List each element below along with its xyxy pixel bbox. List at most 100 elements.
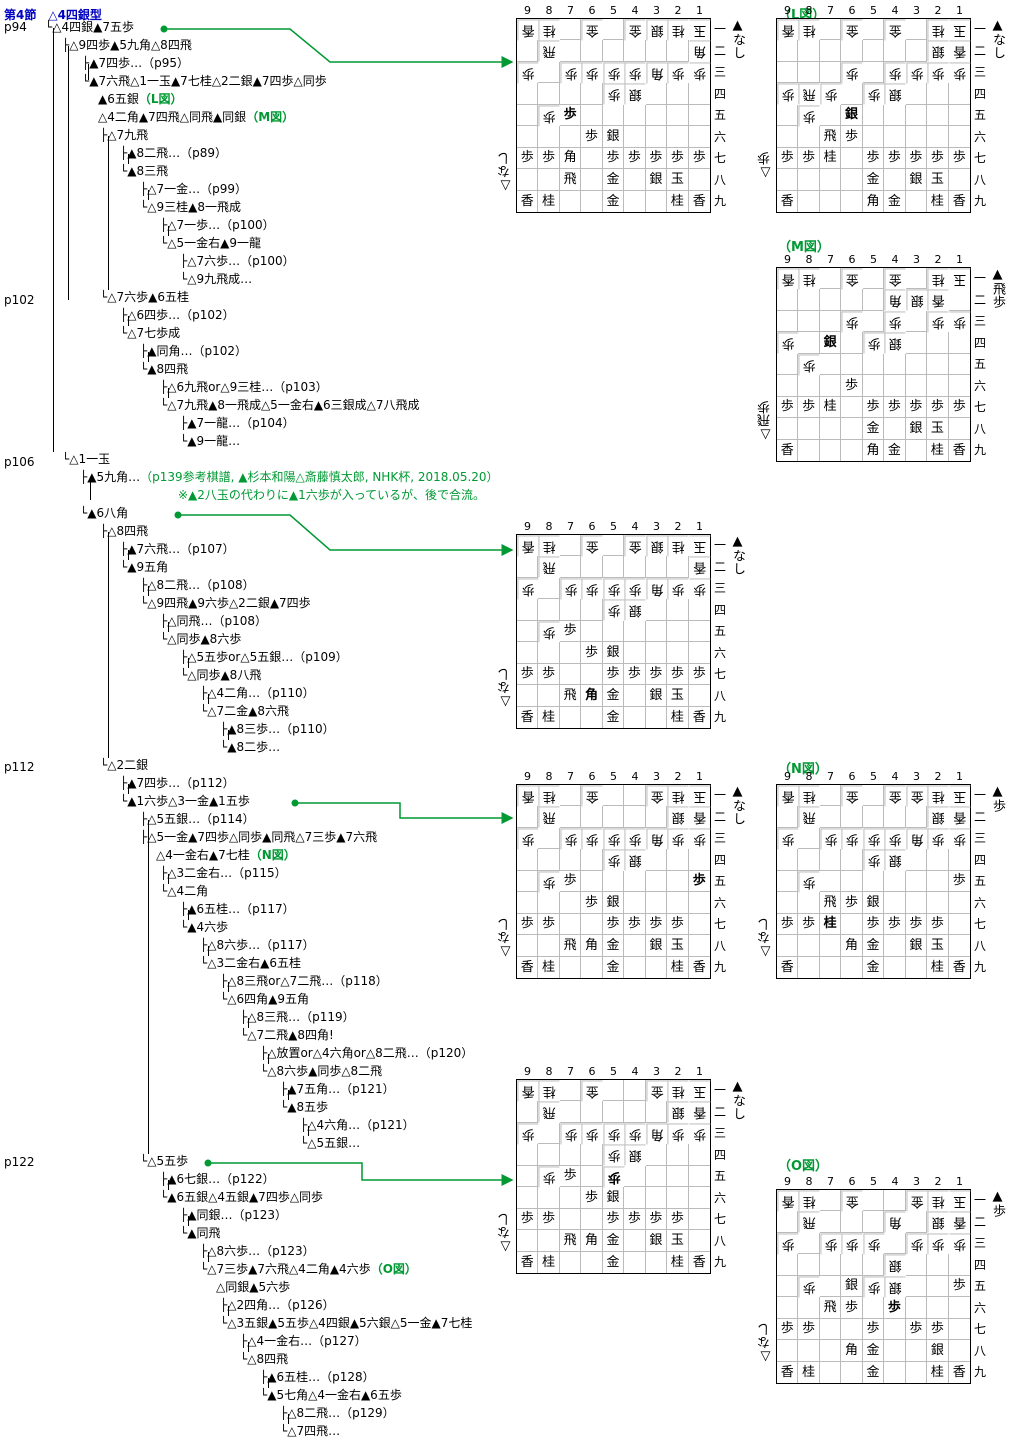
row-label: 六 bbox=[714, 129, 727, 144]
board-square bbox=[927, 353, 949, 376]
board-square bbox=[906, 190, 928, 212]
board-square bbox=[862, 353, 885, 376]
column-label: 4 bbox=[891, 4, 899, 17]
board-square: 歩 bbox=[927, 147, 949, 170]
board-square bbox=[948, 83, 970, 105]
move-text: └△同歩▲8八飛 bbox=[180, 668, 262, 682]
board-square bbox=[927, 332, 949, 354]
move-text: └△9三桂▲8一飛成 bbox=[140, 200, 241, 214]
board-square bbox=[517, 642, 539, 664]
board-square bbox=[645, 556, 668, 578]
board-square bbox=[688, 914, 710, 936]
move-text: ├△4二角…（p110） bbox=[200, 686, 315, 700]
board-square bbox=[559, 1187, 582, 1209]
board-square: 角 bbox=[841, 1340, 863, 1362]
board-square bbox=[798, 126, 820, 148]
column-label: 5 bbox=[610, 4, 617, 17]
board-square bbox=[819, 806, 842, 828]
board-square bbox=[948, 1297, 970, 1319]
row-label: 八 bbox=[714, 688, 727, 703]
board-square bbox=[820, 439, 842, 461]
board-square bbox=[538, 169, 560, 191]
board-square bbox=[667, 1144, 689, 1166]
board-square: 歩 bbox=[948, 1276, 970, 1298]
row-label: 三 bbox=[714, 831, 727, 845]
tree-connector bbox=[128, 550, 129, 560]
row-label: 一 bbox=[974, 1193, 987, 1207]
move-text: ├△7一金…（p99） bbox=[140, 182, 247, 196]
board-square: 歩 bbox=[862, 396, 885, 419]
row-label: 九 bbox=[714, 710, 727, 724]
move-line: ├△4二角…（p110） bbox=[200, 686, 315, 701]
move-text: ├△放置or△4六角or△8二飛…（p120） bbox=[260, 1046, 474, 1060]
board-square: 歩 bbox=[841, 892, 863, 914]
board-square: 桂 bbox=[927, 956, 949, 978]
board-square: 歩 bbox=[559, 870, 582, 893]
tree-connector bbox=[148, 586, 149, 596]
board-square bbox=[905, 892, 928, 914]
board-square: 歩 bbox=[841, 126, 863, 148]
board-square bbox=[819, 1211, 842, 1233]
move-line: └△8六歩▲同歩△8二飛 bbox=[260, 1064, 382, 1079]
board-square bbox=[517, 556, 539, 578]
board-square bbox=[688, 599, 710, 621]
board-square bbox=[538, 1144, 560, 1166]
board-square bbox=[862, 61, 885, 84]
board-square bbox=[602, 620, 625, 643]
tree-connector bbox=[228, 982, 229, 992]
tree-connector bbox=[188, 910, 189, 920]
row-label: 五 bbox=[974, 874, 987, 888]
board-square bbox=[862, 268, 885, 290]
board-square bbox=[581, 1251, 603, 1273]
board-square: 金 bbox=[603, 190, 625, 212]
tree-connector bbox=[308, 1126, 309, 1136]
board-square bbox=[645, 642, 668, 664]
move-text: ├▲5九角… bbox=[80, 470, 141, 484]
tree-connector bbox=[168, 622, 169, 632]
row-label: 七 bbox=[974, 1322, 987, 1336]
column-label: 1 bbox=[956, 253, 963, 266]
sente-hand: ▲なし bbox=[990, 18, 1005, 59]
move-line: └△7三歩▲7六飛△4二角▲4六歩（O図） bbox=[200, 1262, 417, 1277]
column-label: 7 bbox=[567, 1065, 574, 1078]
board-square bbox=[581, 190, 603, 212]
board-square bbox=[581, 956, 603, 978]
board-square bbox=[948, 849, 970, 871]
board-square bbox=[819, 935, 842, 957]
row-labels: 一二三四五六七八九 bbox=[972, 267, 988, 462]
board-square: 角 bbox=[863, 439, 885, 461]
board-square bbox=[905, 1340, 928, 1362]
board-square bbox=[948, 169, 970, 191]
move-line: └▲8五歩 bbox=[280, 1100, 328, 1115]
row-label: 七 bbox=[714, 917, 727, 931]
board-square bbox=[841, 1318, 863, 1341]
board-square bbox=[581, 849, 603, 871]
board-square: 歩 bbox=[517, 1208, 539, 1231]
move-text: └▲5七角△4一金右▲6五歩 bbox=[260, 1388, 402, 1402]
reference-note: ※▲2八玉の代わりに▲1六歩が入っているが、後で合流。 bbox=[178, 488, 485, 502]
board-square bbox=[948, 1254, 970, 1276]
board-square bbox=[927, 126, 949, 148]
board-square bbox=[905, 126, 928, 148]
row-label: 一 bbox=[714, 788, 727, 802]
tree-connector bbox=[208, 694, 209, 704]
row-label: 八 bbox=[974, 938, 987, 953]
move-line: △4一金右▲7七桂（N図） bbox=[156, 848, 296, 863]
board-square bbox=[645, 83, 668, 105]
move-line: ├△5一金▲7四歩△同歩▲同飛△7三歩▲7六飛 bbox=[140, 830, 377, 845]
row-label: 二 bbox=[714, 809, 727, 824]
board-square bbox=[602, 104, 625, 127]
row-label: 四 bbox=[974, 1257, 987, 1272]
board-square bbox=[905, 1297, 928, 1319]
column-label: 4 bbox=[891, 1175, 899, 1188]
board-square bbox=[884, 1361, 906, 1383]
board-square bbox=[798, 827, 820, 850]
board-square: 歩 bbox=[581, 892, 603, 914]
board-square: 銀 bbox=[862, 892, 885, 914]
board-square bbox=[667, 642, 689, 664]
move-line: └△5五銀… bbox=[300, 1136, 360, 1151]
board-square bbox=[948, 126, 970, 148]
board-square bbox=[559, 599, 582, 621]
